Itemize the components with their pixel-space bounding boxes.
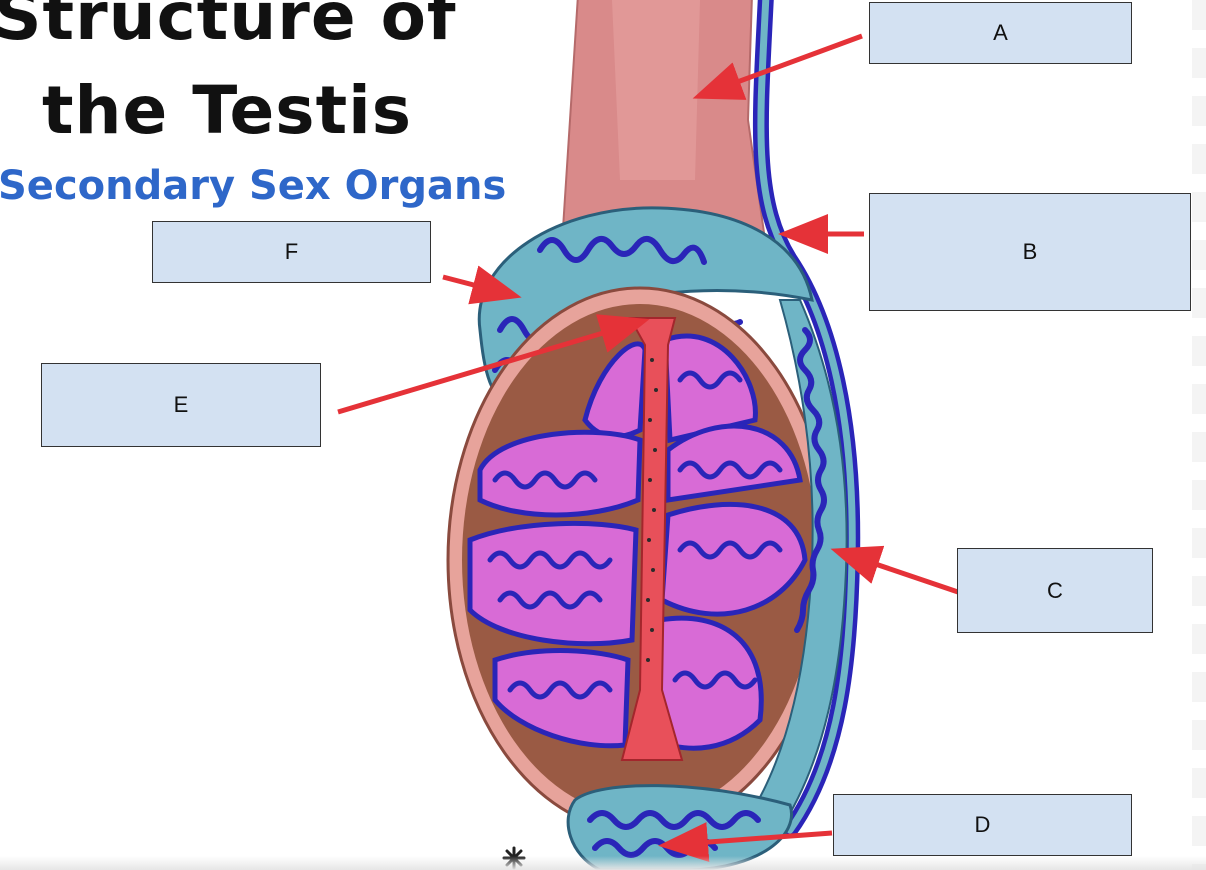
lobule-lower-left — [467, 520, 639, 647]
seminiferous-tubules — [487, 370, 783, 700]
pointer-arrow-e — [337, 314, 650, 415]
lobule-bottom-right — [652, 615, 764, 751]
page-title-line-2: the Testis — [42, 72, 413, 149]
pointer-arrow-f — [442, 265, 522, 305]
page-edge-strip — [1192, 0, 1206, 870]
lobules — [467, 333, 808, 751]
lobule-mid-left — [477, 429, 643, 518]
epididymis-body-tubules — [794, 327, 827, 633]
label-box-f[interactable]: F — [152, 221, 431, 283]
pointer-arrow-c — [830, 545, 959, 595]
bottom-scroll-shadow — [0, 856, 1206, 870]
lobule-lower-right — [659, 502, 808, 617]
rete-testis-dots — [646, 358, 658, 662]
page-subtitle: Secondary Sex Organs — [0, 163, 507, 209]
label-box-c[interactable]: C — [957, 548, 1153, 633]
page-title-line-1: Structure of — [0, 0, 457, 55]
label-box-d[interactable]: D — [833, 794, 1132, 856]
ductus-deferens-sheath — [757, 0, 856, 834]
label-box-b[interactable]: B — [869, 193, 1191, 311]
pointer-arrow-a — [692, 33, 863, 100]
cord-highlight — [612, 0, 700, 180]
rete-testis — [620, 317, 684, 761]
label-box-a[interactable]: A — [869, 2, 1132, 64]
pointer-arrow-d — [658, 822, 833, 863]
label-box-e[interactable]: E — [41, 363, 321, 447]
